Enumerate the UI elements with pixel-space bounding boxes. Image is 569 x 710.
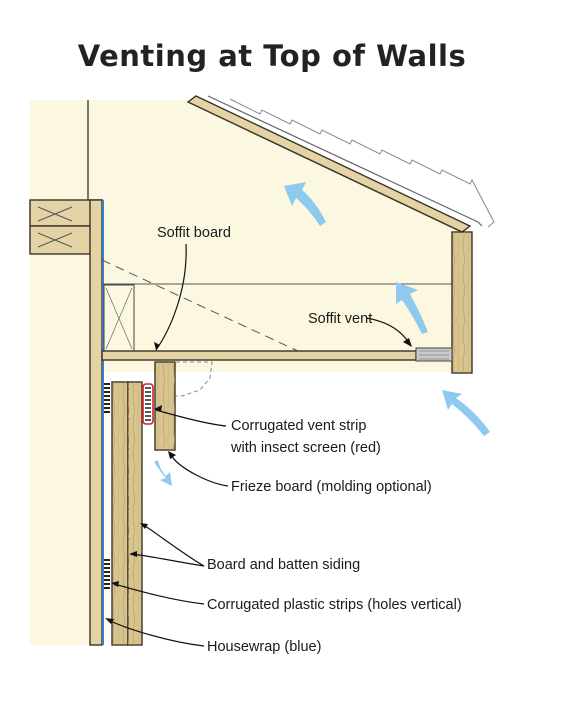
soffit-vent <box>415 347 453 362</box>
ceiling-line <box>101 259 455 353</box>
label-vent-strip-line2: with insect screen (red) <box>230 440 381 456</box>
airflow-arrow-icon <box>284 182 326 226</box>
airflow-arrow-icon <box>396 282 428 334</box>
airflow-arrow-icon <box>154 460 172 486</box>
label-housewrap: Housewrap (blue) <box>207 639 321 655</box>
label-soffit-vent: Soffit vent <box>308 311 372 327</box>
diagram-title: Venting at Top of Walls <box>78 39 467 73</box>
label-siding: Board and batten siding <box>207 557 360 573</box>
soffit-board <box>101 350 417 361</box>
fascia-board <box>451 231 473 374</box>
label-vent-strip-line1: Corrugated vent strip <box>231 418 366 434</box>
frieze-board <box>154 361 176 451</box>
corrugated-vent-strip <box>142 383 154 425</box>
airflow-arrows <box>154 182 490 486</box>
molding-outline <box>176 361 213 397</box>
label-plastic-strips: Corrugated plastic strips (holes vertica… <box>207 597 462 613</box>
corrugated-plastic-strips <box>104 383 110 589</box>
label-frieze-board: Frieze board (molding optional) <box>231 479 432 495</box>
wall-sheathing <box>89 199 104 646</box>
airflow-arrow-icon <box>442 390 490 436</box>
leader-lines <box>105 243 412 647</box>
board-and-batten-siding <box>111 381 143 646</box>
label-soffit-board: Soffit board <box>157 225 231 241</box>
